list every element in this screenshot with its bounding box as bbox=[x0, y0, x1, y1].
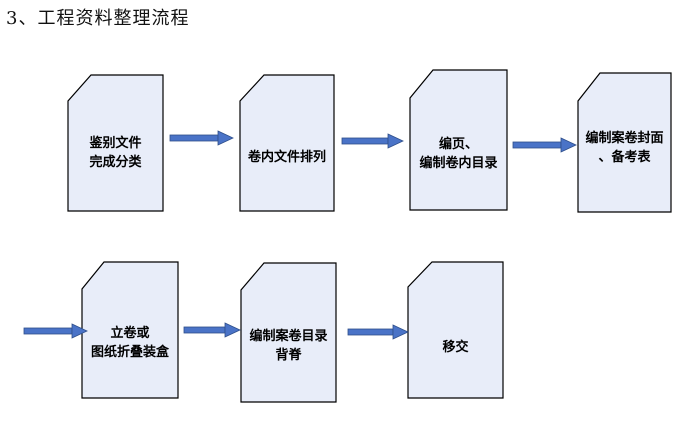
arrow-5 bbox=[183, 322, 241, 338]
document-shape-5 bbox=[81, 261, 179, 399]
step-2-line-1: 卷内文件排列 bbox=[247, 149, 326, 165]
page-title: 3、工程资料整理流程 bbox=[6, 8, 190, 29]
step-5-line-1: 立卷或 bbox=[110, 326, 150, 341]
document-shape-7 bbox=[407, 261, 504, 399]
step-3-line-1: 编页、 bbox=[438, 137, 478, 152]
arrow-3 bbox=[512, 137, 577, 153]
document-shape-4 bbox=[577, 72, 672, 213]
step-label-2: 卷内文件排列 bbox=[240, 137, 334, 177]
step-label-5: 立卷或 图纸折叠装盒 bbox=[82, 320, 178, 366]
document-shape-6 bbox=[240, 262, 337, 403]
step-1-line-2: 完成分类 bbox=[89, 155, 142, 170]
arrow-6 bbox=[347, 324, 409, 340]
step-6-line-1: 编制案卷目录 bbox=[249, 329, 328, 344]
step-1-line-1: 鉴别文件 bbox=[89, 136, 142, 151]
document-shape-3 bbox=[409, 69, 508, 211]
step-4-line-2: 、备考表 bbox=[598, 150, 651, 165]
step-7-line-1: 移交 bbox=[442, 339, 469, 355]
step-label-1: 鉴别文件 完成分类 bbox=[68, 130, 163, 176]
arrow-2 bbox=[341, 133, 404, 149]
arrow-4 bbox=[23, 323, 88, 339]
step-label-3: 编页、 编制卷内目录 bbox=[410, 131, 507, 177]
step-4-line-1: 编制案卷封面 bbox=[585, 131, 664, 146]
document-shape-2 bbox=[239, 74, 335, 212]
step-label-4: 编制案卷封面 、备考表 bbox=[578, 125, 671, 171]
step-6-line-2: 背脊 bbox=[275, 348, 302, 363]
arrow-1 bbox=[169, 130, 234, 146]
step-label-6: 编制案卷目录 背脊 bbox=[241, 323, 336, 369]
step-3-line-2: 编制卷内目录 bbox=[419, 156, 498, 171]
step-label-7: 移交 bbox=[408, 327, 503, 367]
document-shape-1 bbox=[67, 74, 164, 212]
step-5-line-2: 图纸折叠装盒 bbox=[90, 345, 169, 360]
